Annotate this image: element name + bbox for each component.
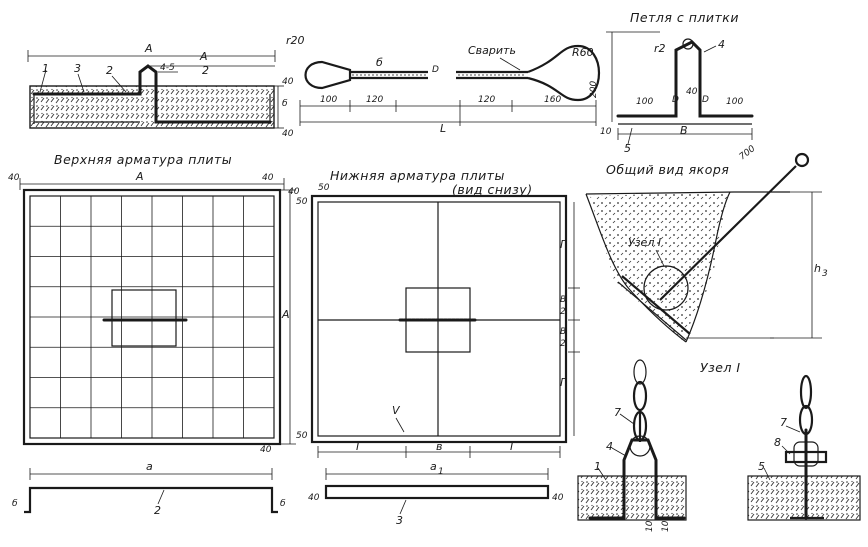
bottom-reinforcement: Нижняя арматура плиты (вид снизу) 50 50 … <box>296 168 580 458</box>
loop-dim-100a: 100 <box>636 97 653 107</box>
top-dim-40b: 40 <box>262 173 274 183</box>
strip-a: a б б 2 <box>12 460 286 517</box>
rod-callout-6: б <box>376 56 383 69</box>
strip-a1-label: a <box>430 460 437 473</box>
bottom-dim-50c: 50 <box>296 431 308 441</box>
bottom-dim-Gb1: Г <box>356 440 363 453</box>
top-rebar-title: Верхняя арматура плиты <box>54 152 232 167</box>
node-1-detail: Узел I 7 4 1 10 10 7 8 5 <box>577 359 861 532</box>
strip-dim-40b: 40 <box>552 493 564 503</box>
loop-D1: D <box>672 95 679 105</box>
top-dim-40a: 40 <box>8 173 20 183</box>
strip-callout-3: 3 <box>396 514 403 527</box>
loop-r2: r2 <box>654 42 666 55</box>
top-dim-40d: 40 <box>260 445 272 455</box>
node-callout-8: 8 <box>774 436 781 449</box>
loop-dim-100b: 100 <box>726 97 743 107</box>
strip-b2: б <box>280 499 286 509</box>
dim-A-half-num: A <box>199 50 208 63</box>
dim-A-half-den: 2 <box>202 64 209 77</box>
node-callout-5: 5 <box>758 460 765 473</box>
loop-callout-4: 4 <box>718 38 725 51</box>
bottom-rebar-title: Нижняя арматура плиты <box>330 168 505 183</box>
bottom-dim-G1: Г <box>560 238 567 251</box>
dim-40-section: 40 <box>282 77 294 87</box>
loop-dim-40: 40 <box>686 87 698 97</box>
bottom-dim-G2: Г <box>560 376 567 389</box>
callout-3: 3 <box>74 62 81 75</box>
strip-callout-2: 2 <box>154 504 161 517</box>
dim-40b-section: 40 <box>282 129 294 139</box>
rod-R60: R60 <box>572 46 594 59</box>
strip-dim-40a: 40 <box>308 493 320 503</box>
strip-b1: б <box>12 499 18 509</box>
anchor-h3: h <box>814 262 821 275</box>
node-dim-10a: 10 <box>645 520 655 532</box>
rod-r20: r20 <box>286 34 305 47</box>
top-dim-A-right: A <box>281 308 290 321</box>
rod-dim-120b: 120 <box>478 95 495 105</box>
loop-title: Петля с плитки <box>630 10 739 25</box>
bottom-dim-B2a-num: B <box>560 295 566 305</box>
node1-title: Узел I <box>700 360 741 375</box>
node1-label: Узел I <box>628 236 661 249</box>
bottom-dim-Gb2: Г <box>510 440 517 453</box>
bottom-view-note: (вид снизу) <box>452 182 533 197</box>
loop-detail: Петля с плитки 200 r2 4 100 D 40 D 100 1… <box>589 10 754 155</box>
general-view-title: Общий вид якоря <box>606 162 729 177</box>
callout-1: 1 <box>42 62 49 75</box>
node-callout-7b: 7 <box>780 416 787 429</box>
top-dim-40c: 40 <box>288 187 300 197</box>
top-grid-lines <box>30 196 274 438</box>
node-dim-10b: 10 <box>661 520 671 532</box>
bottom-dim-B2a-den: 2 <box>560 307 566 317</box>
top-reinforcement: Верхняя арматура плиты 40 A 40 40 A 40 <box>8 152 300 455</box>
bottom-dim-Bb: в <box>436 440 442 453</box>
bottom-dim-B2b-den: 2 <box>560 339 566 349</box>
loop-dim-200: 200 <box>589 81 599 98</box>
dim-b-section: б <box>282 99 288 109</box>
node-callout-4: 4 <box>606 440 613 453</box>
callout-2: 2 <box>106 64 113 77</box>
plate-section: A A 2 40 б 40 1 3 2 4-5 <box>27 42 294 139</box>
rod-D: D <box>432 65 439 75</box>
node-callout-7a: 7 <box>614 406 621 419</box>
anchor-rod: r20 б D Сварить R60 100 120 120 160 L <box>286 34 600 135</box>
strip-a1: a 1 40 40 3 <box>308 460 564 527</box>
rod-dim-120a: 120 <box>366 95 383 105</box>
anchor-general-view: Общий вид якоря Узел I 700 h 3 <box>585 144 828 343</box>
strip-a-label: a <box>146 460 153 473</box>
strip-a1-sub: 1 <box>438 467 444 477</box>
rod-weld: Сварить <box>468 44 516 57</box>
loop-D2: D <box>702 95 709 105</box>
rod-dim-100: 100 <box>320 95 337 105</box>
node-callout-1: 1 <box>594 460 601 473</box>
bottom-dim-50b: 50 <box>296 197 308 207</box>
top-dim-A: A <box>135 170 144 183</box>
dim-A-label: A <box>144 42 153 55</box>
bottom-dim-50a: 50 <box>318 183 330 193</box>
anchor-h3-sub: 3 <box>822 269 828 279</box>
rod-dim-160: 160 <box>544 95 561 105</box>
loop-dim-B: B <box>680 124 688 137</box>
anchor-dim-700: 700 <box>738 144 758 163</box>
bottom-callout-V: V <box>392 404 401 417</box>
rod-dim-L: L <box>440 122 446 135</box>
bottom-dim-B2b-num: B <box>560 327 566 337</box>
loop-callout-5: 5 <box>624 142 631 155</box>
loop-dim-10: 10 <box>600 127 612 137</box>
callout-4-5: 4-5 <box>160 63 175 73</box>
